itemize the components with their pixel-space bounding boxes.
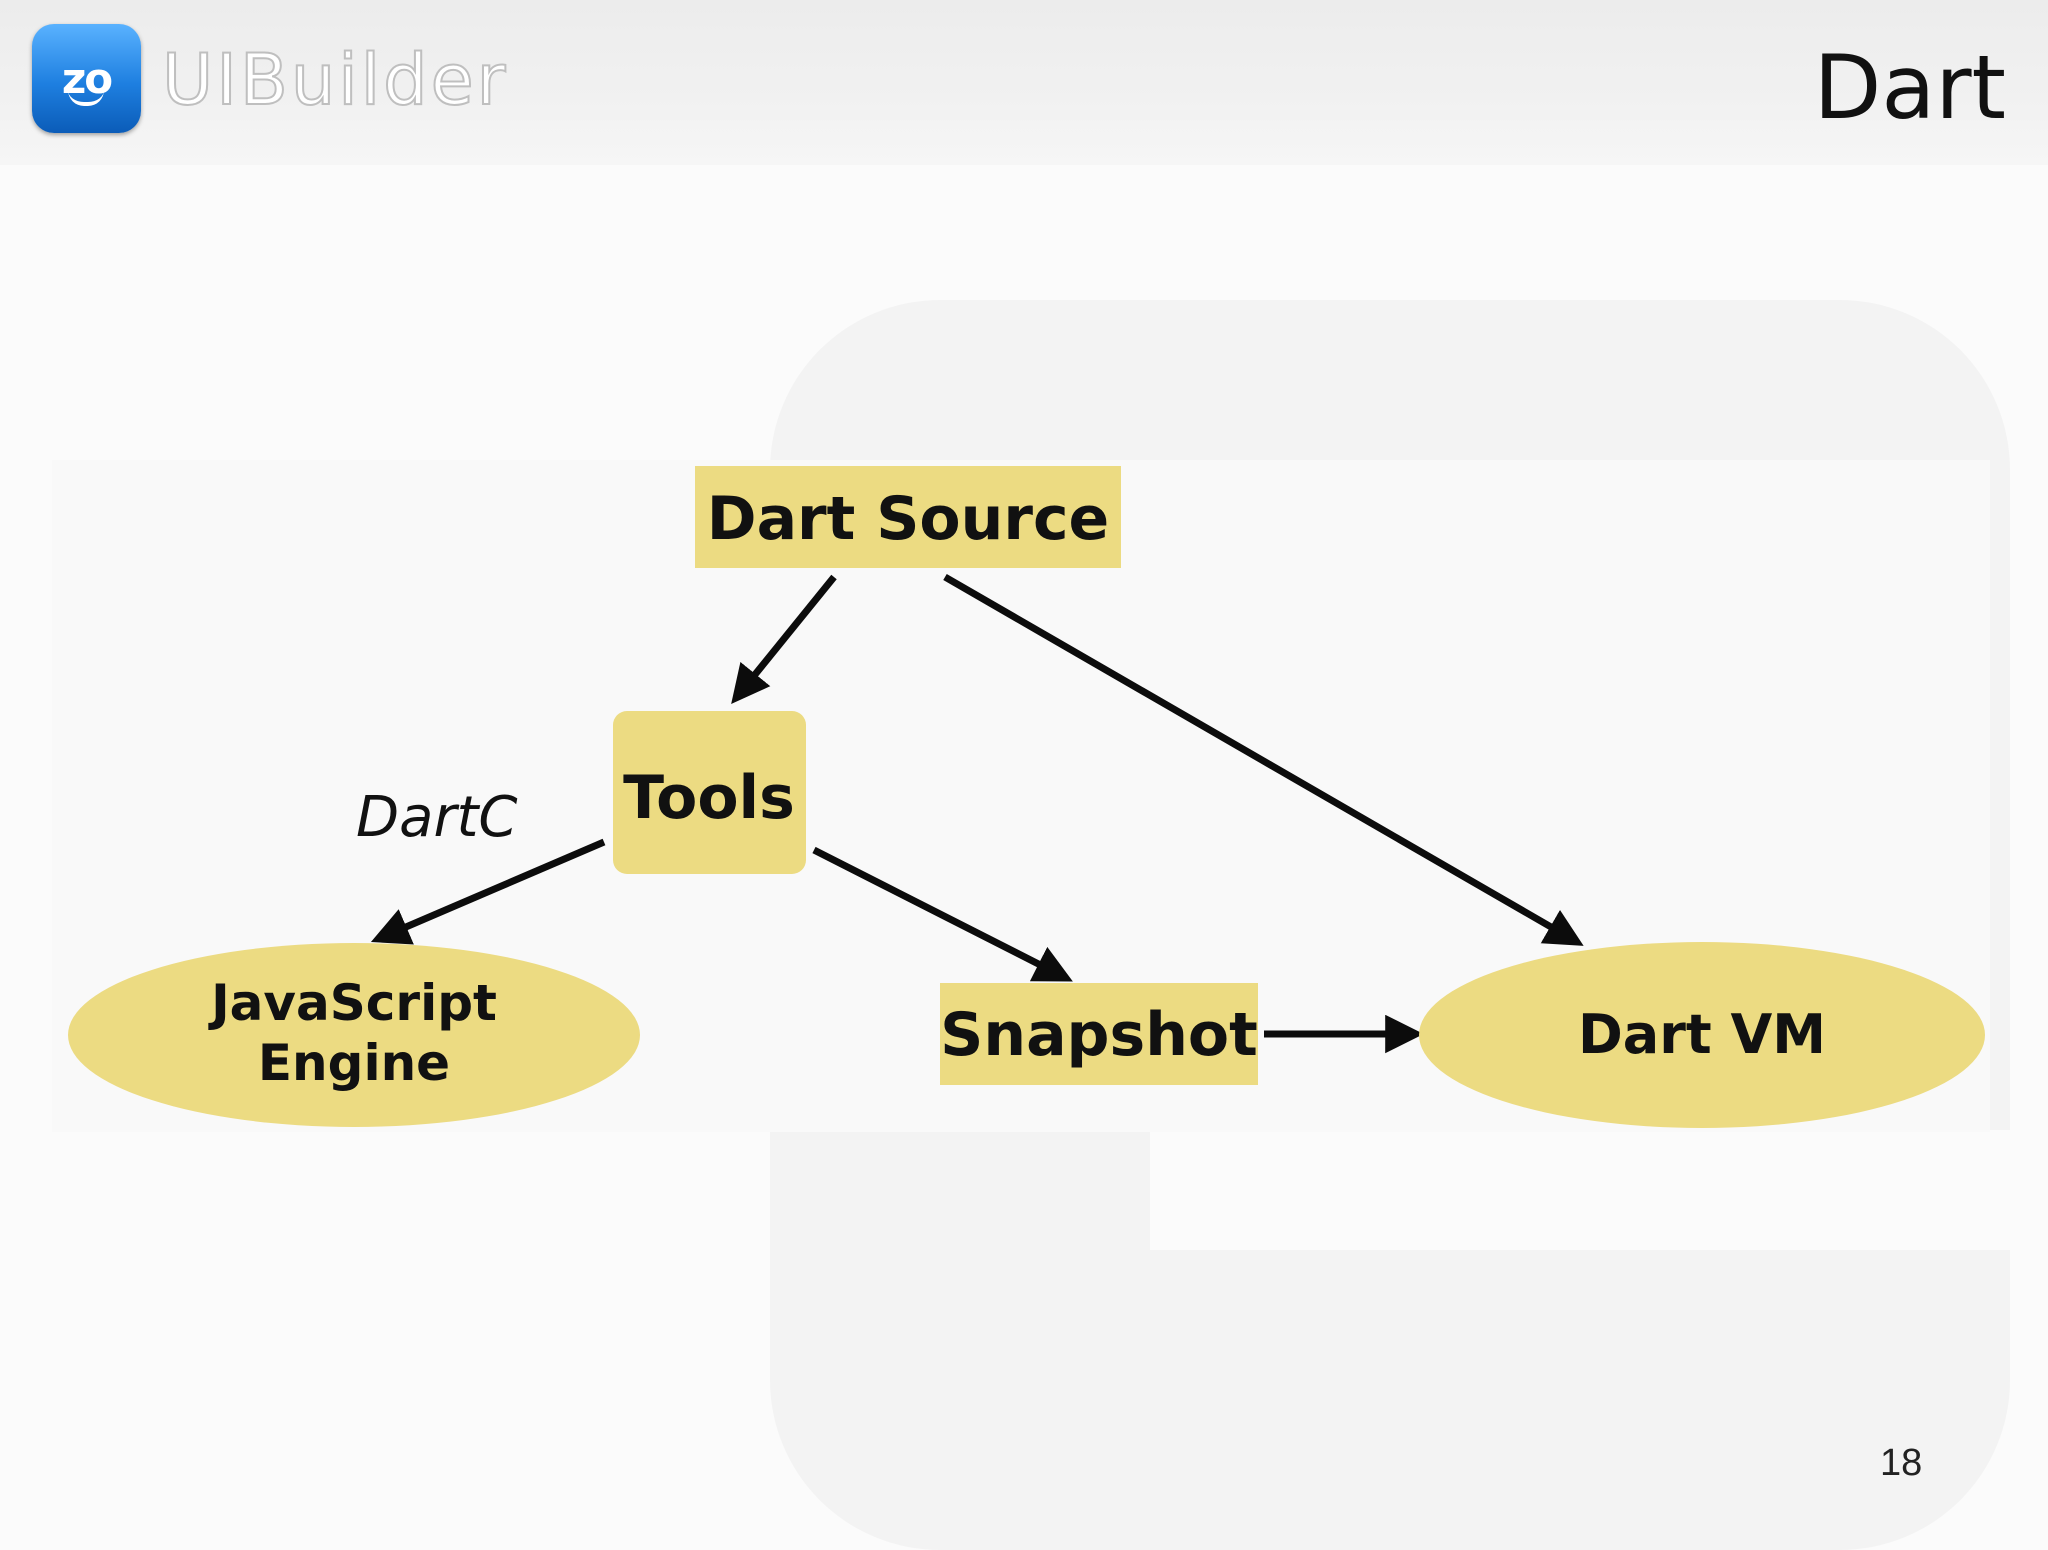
- slide-header: zo UIBuilder Dart: [0, 0, 2048, 165]
- page-number: 18: [1880, 1442, 1923, 1484]
- node-dart-vm-label: Dart VM: [1578, 1003, 1826, 1066]
- node-dart-source-label: Dart Source: [707, 484, 1109, 554]
- edge-source-to-tools: [731, 574, 837, 704]
- logo-icon: zo: [32, 24, 141, 133]
- slide-title: Dart: [1813, 36, 2006, 139]
- node-dart-source: [695, 466, 1121, 568]
- diagram-canvas: Dart Source Tools JavaScript Engine Snap…: [68, 466, 1985, 1128]
- edge-label-dartc: DartC: [356, 785, 518, 850]
- node-javascript-engine-label-1: JavaScript: [208, 974, 497, 1032]
- node-javascript-engine-label-2: Engine: [258, 1034, 450, 1092]
- background-watermark-cutout: [1150, 1130, 2048, 1250]
- node-dart-vm: [1419, 942, 1985, 1128]
- compilation-diagram: Dart Source Tools JavaScript Engine Snap…: [52, 460, 1990, 1132]
- edge-tools-to-snapshot: [812, 846, 1073, 982]
- edge-source-to-dartvm: [943, 573, 1584, 946]
- node-snapshot: [940, 983, 1258, 1085]
- node-tools: [613, 711, 806, 874]
- node-javascript-engine: [68, 943, 640, 1127]
- edge-tools-to-jsengine: [370, 838, 606, 945]
- node-tools-label: Tools: [623, 763, 795, 833]
- logo-wordmark: UIBuilder: [161, 39, 509, 121]
- node-snapshot-label: Snapshot: [940, 1000, 1258, 1070]
